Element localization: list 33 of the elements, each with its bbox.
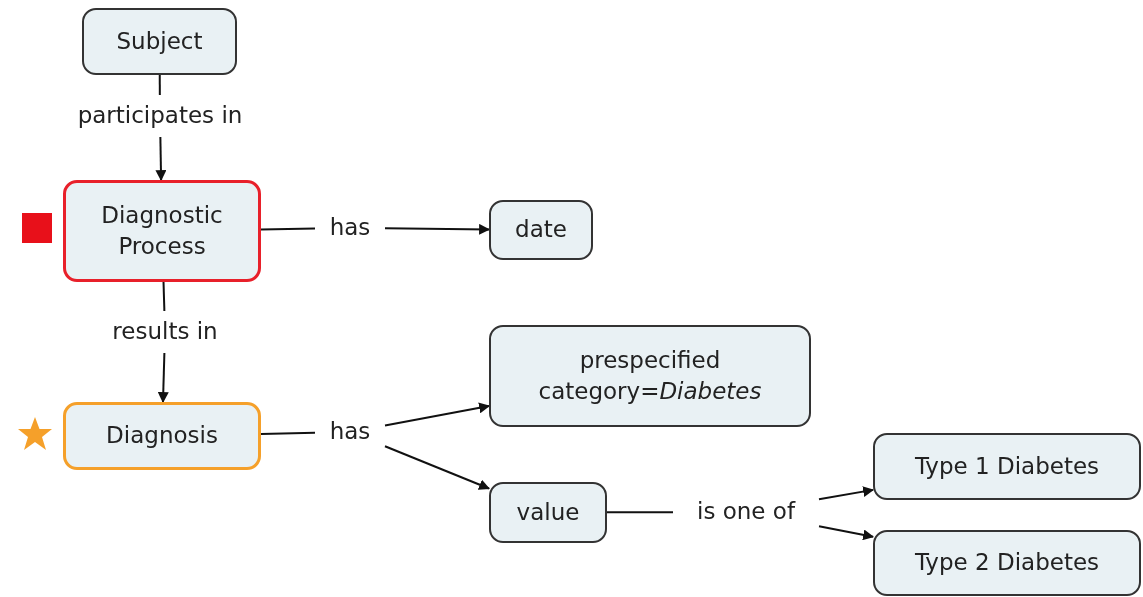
linking-phrase: participates in — [55, 98, 265, 134]
concept-label: value — [516, 497, 580, 527]
concept-label: prespecified category=Diabetes — [537, 345, 763, 406]
connector-line — [606, 511, 674, 514]
concept-label: Diagnosis — [106, 421, 218, 451]
connector-line — [260, 227, 316, 231]
arrow — [818, 486, 875, 501]
connector-line — [158, 74, 161, 96]
arrow — [155, 136, 167, 182]
arrow — [384, 223, 491, 235]
arrow — [157, 352, 169, 404]
linking-phrase: has — [318, 210, 382, 246]
arrow — [384, 445, 490, 490]
concept-box — [873, 433, 1141, 500]
connector-line — [162, 281, 166, 312]
concept-box — [873, 530, 1141, 596]
concept-box — [63, 180, 261, 282]
concept-box — [63, 402, 261, 470]
arrow — [818, 525, 875, 541]
concept-box — [82, 8, 237, 75]
concept-label: Type 1 Diabetes — [914, 451, 1100, 481]
arrow — [384, 402, 491, 427]
connector-line — [260, 431, 316, 435]
concept-label: Diagnostic Process — [100, 200, 224, 261]
concept-label: date — [515, 215, 567, 245]
linking-phrase: is one of — [676, 494, 816, 530]
concept-box — [489, 325, 811, 427]
concept-box — [489, 200, 593, 260]
concept-box — [489, 482, 607, 543]
concept-label: Subject — [116, 26, 203, 56]
linking-phrase: results in — [85, 314, 245, 350]
linking-phrase: has — [318, 414, 382, 450]
concept-label: Type 2 Diabetes — [914, 548, 1100, 578]
